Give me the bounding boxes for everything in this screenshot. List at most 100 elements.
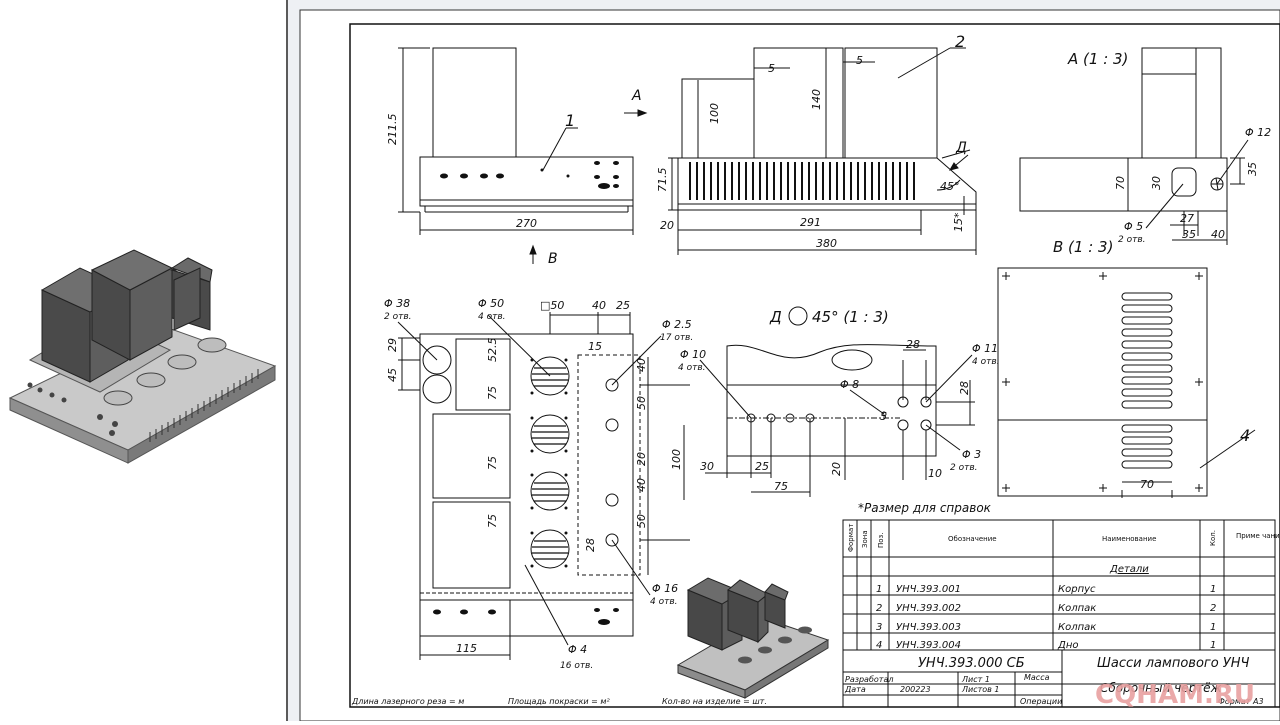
dim-top-100: 100: [670, 449, 683, 470]
dim-d-phi11: Φ 11: [972, 342, 998, 355]
dim-a-phi12: Φ 12: [1245, 126, 1271, 139]
dim-d-phi3: Φ 3: [962, 448, 981, 461]
dim-b-70: 70: [1140, 478, 1154, 491]
row2-pos: 2: [876, 603, 882, 614]
col-pos: Поз.: [877, 533, 885, 549]
detail-d-label: Д: [769, 308, 782, 326]
footer-cut-length: Длина лазерного реза = м: [351, 697, 464, 706]
format-label: Формат А3: [1218, 697, 1264, 706]
dim-a-phi5-count: 2 отв.: [1118, 235, 1146, 245]
row2-code: УНЧ.393.002: [896, 603, 961, 614]
dim-d-28a: 28: [906, 338, 920, 351]
row3-code: УНЧ.393.003: [896, 622, 961, 633]
inset-3d-model: [676, 577, 830, 699]
dim-top-75a: 75: [486, 386, 499, 400]
dim-top-40a: 40: [635, 358, 648, 372]
row4-code: УНЧ.393.004: [896, 640, 961, 651]
dim-d-25: 25: [755, 460, 769, 473]
dim-side-45deg: 45°: [940, 180, 960, 193]
col-note: Приме чание: [1236, 532, 1280, 540]
dim-top-sq50: □50: [540, 299, 564, 312]
doc-code: УНЧ.393.000 СБ: [918, 656, 1025, 671]
dim-side-5b: 5: [856, 54, 863, 67]
callout-2: 2: [955, 32, 965, 51]
arrow-d-label: Д: [955, 140, 967, 156]
dim-top-115: 115: [456, 642, 477, 655]
arrow-a-label: A: [631, 88, 642, 104]
sheets-label: Листов 1: [961, 685, 1000, 694]
footer-qty: Кол-во на изделие = шт.: [662, 697, 767, 706]
dim-a-30: 30: [1150, 176, 1163, 190]
dim-a-27: 27: [1180, 212, 1194, 225]
dim-d-phi8: Φ 8: [840, 378, 859, 391]
dim-top-phi16-count: 4 отв.: [650, 597, 678, 607]
dim-top-75b: 75: [486, 456, 499, 470]
callout-1: 1: [565, 111, 575, 130]
bottom-vent-slots: [1121, 292, 1173, 469]
dim-a-40: 40: [1211, 228, 1225, 241]
dim-top-phi4: Φ 4: [568, 643, 587, 656]
dim-a-70: 70: [1114, 176, 1127, 190]
col-zone: Зона: [861, 530, 869, 548]
dim-top-40b: 40: [635, 478, 648, 492]
callout-4: 4: [1240, 426, 1250, 445]
dim-side-15: 15*: [952, 212, 965, 232]
dim-top-phi16: Φ 16: [652, 582, 678, 595]
side-vent-slots: [689, 162, 915, 200]
dim-top-phi4-count: 16 отв.: [560, 661, 593, 671]
row1-qty: 1: [1210, 584, 1216, 595]
dim-top-phi38: Φ 38: [384, 297, 410, 310]
dim-side-100: 100: [708, 103, 721, 124]
col-qty: Кол.: [1209, 530, 1217, 546]
col-code: Обозначение: [948, 535, 997, 543]
dim-top-50b: 50: [635, 514, 648, 528]
dim-top-29: 29: [386, 338, 399, 352]
model-preview-panel: [0, 0, 286, 721]
date-label: Дата: [844, 685, 866, 694]
sheet-label: Лист 1: [961, 675, 990, 684]
doc-subtitle: Сборочный чертёж: [1100, 681, 1222, 695]
row4-qty: 1: [1210, 640, 1216, 651]
col-format: Формат: [847, 524, 855, 552]
detail-d-scale: 45° (1 : 3): [812, 308, 889, 326]
dim-a-35v: 35: [1246, 162, 1259, 176]
developer-label: Разработал: [845, 675, 893, 684]
section-details: Детали: [1109, 564, 1149, 575]
doc-title: Шасси лампового УНЧ: [1097, 656, 1250, 671]
dim-side-291: 291: [800, 216, 821, 229]
arrow-b-label: B: [548, 251, 558, 267]
dim-d-75: 75: [774, 480, 788, 493]
row1-code: УНЧ.393.001: [896, 584, 961, 595]
dim-side-140: 140: [810, 89, 823, 110]
dim-top-15: 15: [588, 340, 602, 353]
dim-d-phi10-count: 4 отв.: [678, 363, 706, 373]
dim-a-phi5: Φ 5: [1124, 220, 1143, 233]
row2-qty: 2: [1210, 603, 1216, 614]
dim-d-phi10: Φ 10: [680, 348, 706, 361]
dim-d-phi3-count: 2 отв.: [950, 463, 978, 473]
footer-paint-area: Площадь покраски = м²: [508, 697, 610, 706]
dim-side-5a: 5: [768, 62, 775, 75]
dim-d-phi11-count: 4 отв.: [972, 357, 1000, 367]
tube-socket-hatching: [532, 367, 568, 560]
dim-top-phi25-count: 17 отв.: [660, 333, 693, 343]
ops-label: Операции: [1020, 697, 1062, 706]
dim-d-28b: 28: [958, 381, 971, 395]
view-a-label: A (1 : 3): [1067, 50, 1128, 68]
panel-divider: [286, 0, 288, 721]
row1-name: Корпус: [1058, 584, 1096, 595]
date-value: 200223: [900, 685, 931, 694]
dim-top-28: 28: [584, 538, 597, 552]
dim-top-25: 25: [616, 299, 630, 312]
row1-pos: 1: [876, 584, 882, 595]
dim-d-30: 30: [700, 460, 714, 473]
dim-a-35: 35: [1182, 228, 1196, 241]
dim-top-75c: 75: [486, 514, 499, 528]
row3-pos: 3: [876, 622, 882, 633]
dim-top-phi25: Φ 2.5: [662, 318, 692, 331]
dim-side-20: 20: [660, 219, 674, 232]
dim-d-10: 10: [928, 467, 942, 480]
view-b-label: B (1 : 3): [1053, 238, 1113, 256]
drawing-frame: [349, 23, 1280, 708]
